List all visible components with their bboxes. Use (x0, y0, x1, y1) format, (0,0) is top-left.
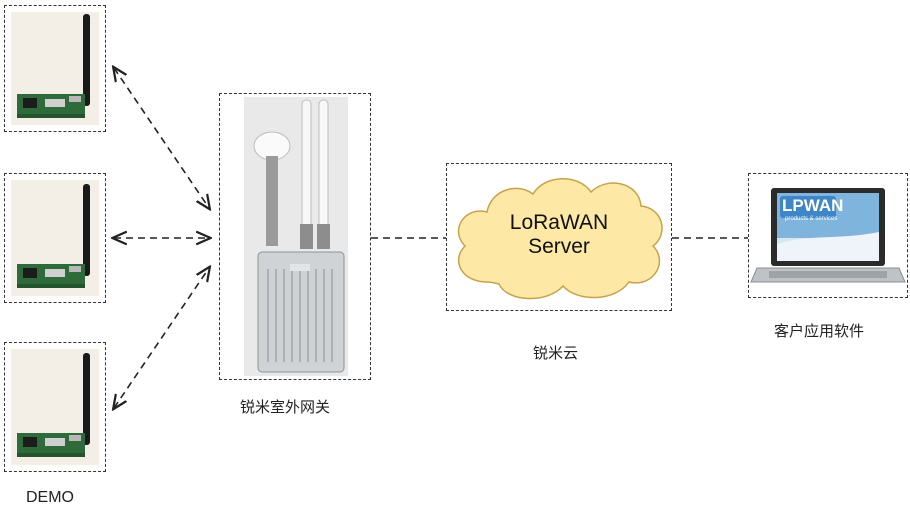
demo-board-image (11, 349, 99, 465)
demo-device-1 (4, 5, 106, 132)
gateway-box (219, 93, 371, 380)
demo-board-image (11, 180, 99, 296)
screen-tagline: products & services (785, 216, 838, 222)
gateway-label: 锐米室外网关 (240, 398, 331, 416)
cloud-box: LoRaWAN Server (446, 163, 672, 311)
laptop-image (750, 188, 906, 283)
cloud-title: LoRaWAN Server (449, 211, 669, 259)
demo-label: DEMO (26, 489, 74, 506)
cloud-title-line1: LoRaWAN (509, 211, 609, 234)
cloud-label: 锐米云 (533, 344, 579, 362)
cloud-shape (457, 178, 663, 300)
link-demo1-gateway (114, 68, 209, 208)
screen-brand: LPWAN (782, 196, 844, 215)
gateway-image (244, 97, 348, 376)
app-box: LPWAN products & services (748, 173, 908, 298)
link-demo3-gateway (114, 268, 209, 408)
demo-device-3 (4, 342, 106, 472)
cloud-title-line2: Server (528, 235, 590, 258)
demo-device-2 (4, 173, 106, 303)
app-label: 客户应用软件 (774, 322, 865, 340)
demo-board-image (11, 12, 99, 125)
